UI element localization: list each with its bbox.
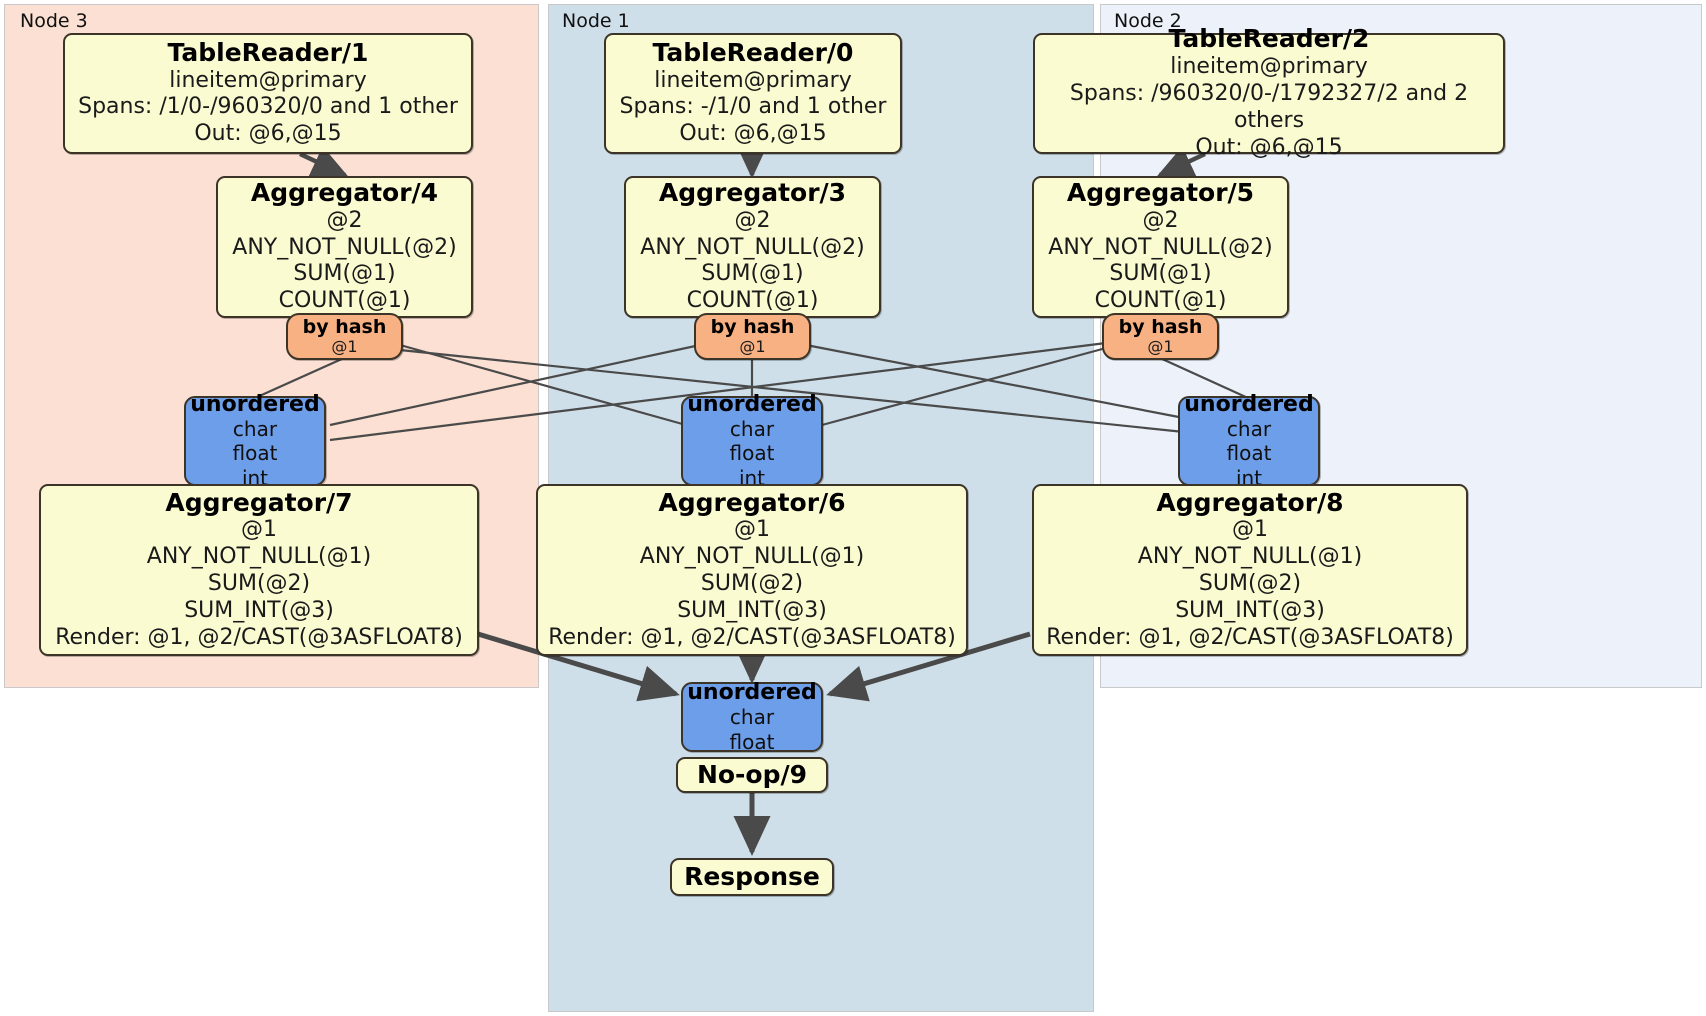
node-line: @2 (1142, 207, 1179, 233)
node-line: Render: @1, @2/CAST(@3ASFLOAT8) (548, 624, 956, 650)
synchronizer-unordered-right[interactable]: unordered char float int (1178, 392, 1320, 490)
sync-title: unordered (190, 391, 320, 417)
sync-line: float (1226, 441, 1272, 466)
node-line: COUNT(@1) (1094, 288, 1227, 314)
router-line: @1 (1147, 336, 1174, 356)
node-line: @1 (734, 517, 770, 543)
node-title: Aggregator/3 (658, 177, 847, 207)
node-title: Aggregator/7 (165, 487, 353, 517)
node-line: Out: @6,@15 (194, 121, 342, 147)
node-title: TableReader/0 (652, 37, 854, 67)
sync-line: char (729, 417, 775, 442)
node-line: ANY_NOT_NULL(@2) (1048, 234, 1273, 260)
node-line: @1 (241, 517, 277, 543)
processor-tablereader-0[interactable]: TableReader/0 lineitem@primary Spans: -/… (604, 33, 902, 154)
router-title: by hash (1118, 315, 1203, 338)
node-panel-label-node3: Node 3 (20, 10, 88, 32)
node-title: No-op/9 (696, 759, 808, 789)
node-line: Render: @1, @2/CAST(@3ASFLOAT8) (1046, 624, 1454, 650)
sync-line: float (729, 441, 775, 466)
node-line: SUM_INT(@3) (184, 597, 334, 623)
sync-line: char (232, 417, 278, 442)
node-line: Spans: /1/0-/960320/0 and 1 other (78, 94, 458, 120)
sync-line: char (1226, 417, 1272, 442)
node-line: COUNT(@1) (686, 288, 819, 314)
router-title: by hash (302, 315, 387, 338)
node-title: TableReader/1 (167, 37, 369, 67)
router-by-hash-center[interactable]: by hash @1 (694, 313, 811, 360)
synchronizer-unordered-center[interactable]: unordered char float int (681, 392, 823, 490)
node-panel-label-node1: Node 1 (562, 10, 630, 32)
router-line: @1 (331, 336, 358, 356)
node-panel-label-node2: Node 2 (1114, 10, 1182, 32)
sync-line: float (232, 441, 278, 466)
node-line: @1 (1232, 517, 1268, 543)
sync-line: float (729, 729, 775, 754)
node-line: lineitem@primary (169, 67, 367, 93)
node-line: ANY_NOT_NULL(@1) (639, 544, 865, 570)
router-by-hash-left[interactable]: by hash @1 (286, 313, 403, 360)
sync-title: unordered (687, 391, 817, 417)
node-title: Aggregator/8 (1156, 487, 1344, 517)
node-line: Out: @6,@15 (1195, 134, 1343, 160)
synchronizer-unordered-left[interactable]: unordered char float int (184, 392, 326, 490)
node-line: ANY_NOT_NULL(@1) (1137, 544, 1363, 570)
node-line: SUM(@2) (1198, 570, 1302, 596)
sync-title: unordered (687, 679, 817, 705)
node-line: ANY_NOT_NULL(@2) (232, 234, 457, 260)
sync-line: char (729, 705, 775, 730)
node-title: Response (684, 861, 820, 891)
node-title: Aggregator/6 (658, 487, 846, 517)
node-line: ANY_NOT_NULL(@1) (146, 544, 372, 570)
node-line: SUM(@2) (207, 570, 311, 596)
node-line: SUM(@1) (701, 261, 804, 287)
processor-aggregator-5[interactable]: Aggregator/5 @2 ANY_NOT_NULL(@2) SUM(@1)… (1032, 176, 1289, 318)
node-line: SUM(@1) (293, 261, 396, 287)
processor-aggregator-7[interactable]: Aggregator/7 @1 ANY_NOT_NULL(@1) SUM(@2)… (39, 484, 479, 656)
processor-tablereader-1[interactable]: TableReader/1 lineitem@primary Spans: /1… (63, 33, 473, 154)
node-line: @2 (326, 207, 363, 233)
processor-response[interactable]: Response (670, 858, 834, 896)
processor-aggregator-3[interactable]: Aggregator/3 @2 ANY_NOT_NULL(@2) SUM(@1)… (624, 176, 881, 318)
node-line: Spans: -/1/0 and 1 other (619, 94, 887, 120)
processor-aggregator-6[interactable]: Aggregator/6 @1 ANY_NOT_NULL(@1) SUM(@2)… (536, 484, 968, 656)
processor-aggregator-4[interactable]: Aggregator/4 @2 ANY_NOT_NULL(@2) SUM(@1)… (216, 176, 473, 318)
node-line: SUM(@1) (1109, 261, 1212, 287)
processor-no-op-9[interactable]: No-op/9 (676, 757, 828, 793)
node-title: Aggregator/4 (250, 177, 439, 207)
synchronizer-unordered-final[interactable]: unordered char float (681, 679, 823, 754)
node-line: Out: @6,@15 (679, 121, 827, 147)
router-by-hash-right[interactable]: by hash @1 (1102, 313, 1219, 360)
node-line: SUM_INT(@3) (677, 597, 827, 623)
node-line: lineitem@primary (1170, 54, 1368, 80)
node-line: SUM_INT(@3) (1175, 597, 1325, 623)
router-title: by hash (710, 315, 795, 338)
node-line: ANY_NOT_NULL(@2) (640, 234, 865, 260)
node-line: SUM(@2) (700, 570, 804, 596)
router-line: @1 (739, 336, 766, 356)
node-line: COUNT(@1) (278, 288, 411, 314)
sync-title: unordered (1184, 391, 1314, 417)
node-title: Aggregator/5 (1066, 177, 1255, 207)
node-line: lineitem@primary (654, 67, 852, 93)
processor-tablereader-2[interactable]: TableReader/2 lineitem@primary Spans: /9… (1033, 25, 1505, 160)
processor-aggregator-8[interactable]: Aggregator/8 @1 ANY_NOT_NULL(@1) SUM(@2)… (1032, 484, 1468, 656)
node-line: @2 (734, 207, 771, 233)
node-line: Spans: /960320/0-/1792327/2 and 2 others (1069, 81, 1469, 133)
node-title: TableReader/2 (1168, 24, 1370, 54)
node-line: Render: @1, @2/CAST(@3ASFLOAT8) (55, 624, 463, 650)
